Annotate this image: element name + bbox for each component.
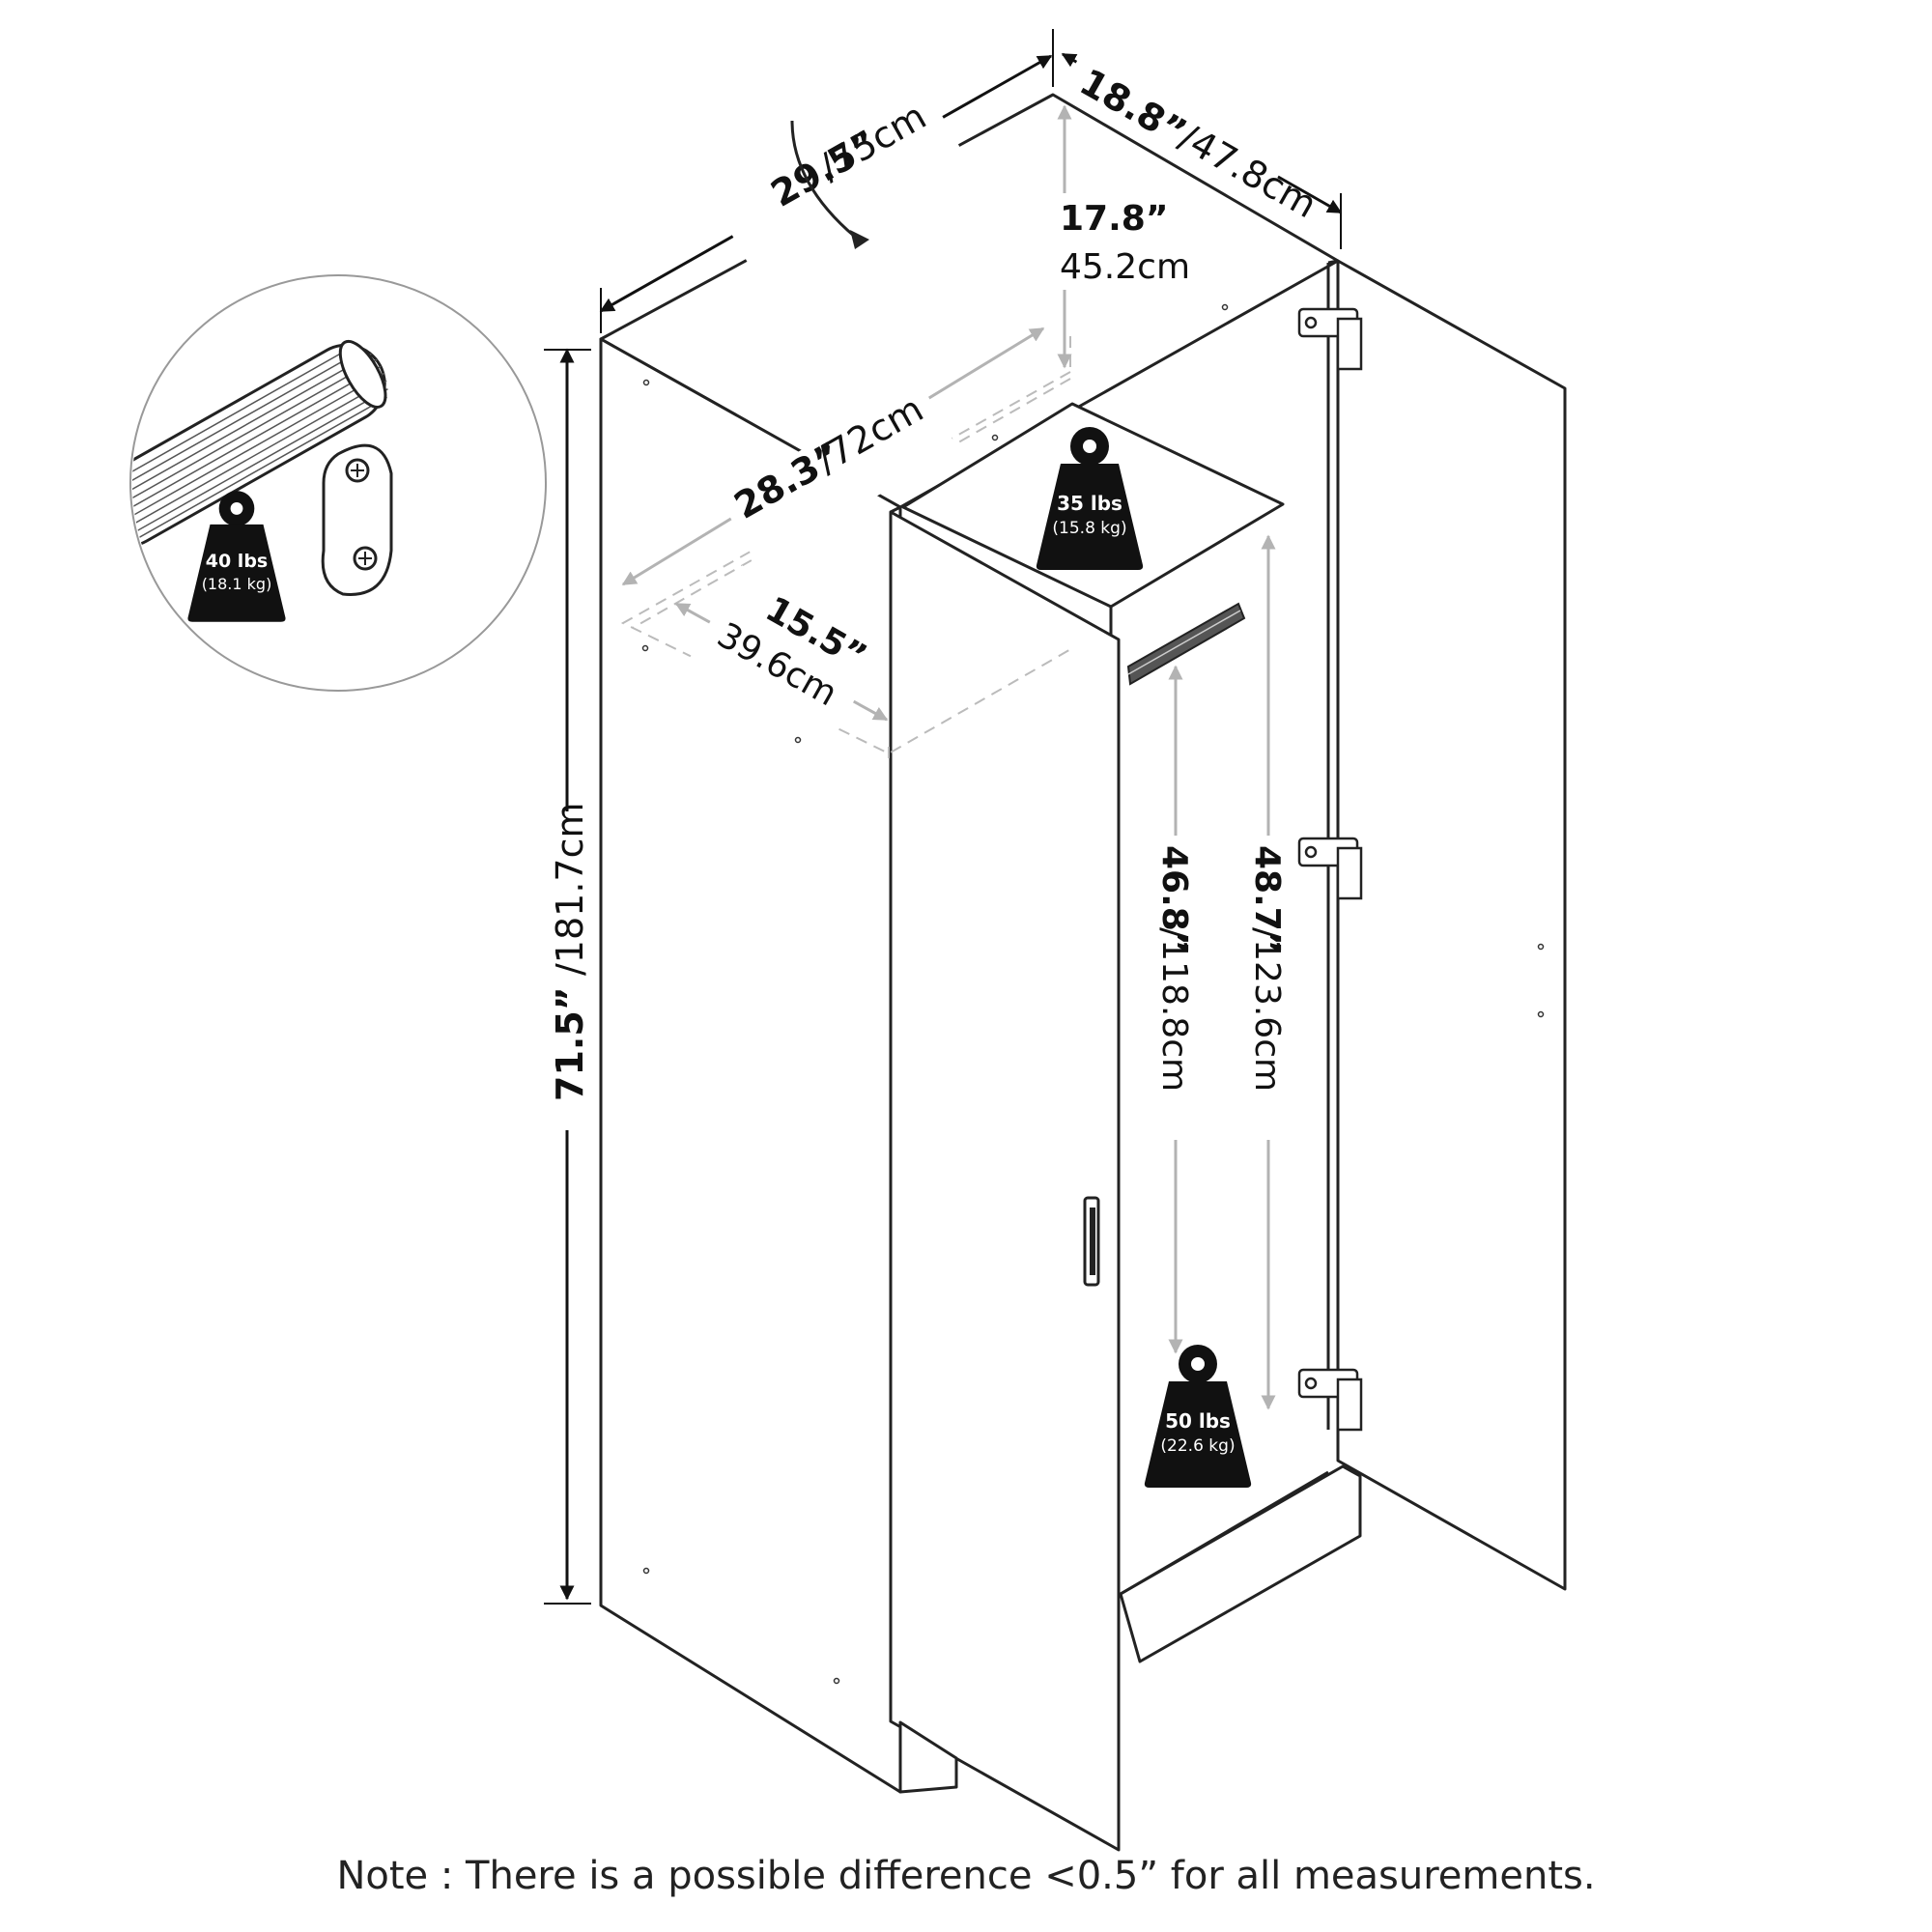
rod-weight-badge: 40 lbs (18.1 kg) [187,491,286,622]
inset-pointer [790,120,856,239]
left-door [889,510,1121,1852]
height-in-label: 71.5” [549,986,591,1101]
rod-bracket [321,443,393,596]
top-gap-cm-label: 45.2cm [1060,247,1190,287]
hinge-bottom [1297,1368,1363,1432]
shelf-clearance-dimension: 48.7” /123.6cm [1242,534,1296,1410]
rod-weight-lbs: 40 lbs [206,551,268,572]
hinges [1297,307,1363,1432]
ribbed-rod [132,339,388,548]
bottom-weight-kg: (22.6 kg) [1160,1436,1235,1456]
measurement-note: Note : There is a possible difference <0… [336,1854,1595,1898]
height-cm-label: /181.7cm [549,803,591,977]
bottom-weight-badge: 50 lbs (22.6 kg) [1144,1345,1252,1488]
inner-depth-dimension: 15.5” 39.6cm [674,565,889,739]
shelf-weight-lbs: 35 lbs [1057,492,1122,515]
left-side-panel [599,337,902,1794]
hinge-middle [1297,837,1363,900]
rod-clearance-in-label: 46.8” [1154,845,1194,953]
hanging-rod [1126,602,1246,686]
base-plinth [1119,1464,1362,1663]
shelf-clearance-cm-label: /123.6cm [1247,927,1287,1092]
rod-clearance-cm-label: /118.8cm [1154,927,1194,1092]
rod-weight-kg: (18.1 kg) [202,575,272,593]
top-gap-in-label: 17.8” [1060,199,1168,239]
cabinet-body [599,93,1567,1852]
hinge-top [1297,307,1363,371]
shelf-weight-badge: 35 lbs (15.8 kg) [1036,427,1144,570]
right-door [1336,259,1567,1591]
top-gap-dimension: 17.8” 45.2cm [1053,104,1217,369]
rod-clearance-dimension: 46.8” /118.8cm [1150,665,1204,1354]
bottom-weight-lbs: 50 lbs [1165,1409,1231,1433]
rod-detail-inset: 40 lbs (18.1 kg) [129,274,547,692]
door-handle [1083,1196,1100,1287]
shelf-weight-kg: (15.8 kg) [1052,519,1126,538]
shelf-clearance-in-label: 48.7” [1247,845,1287,953]
height-dimension: 71.5” /181.7cm [536,348,598,1605]
